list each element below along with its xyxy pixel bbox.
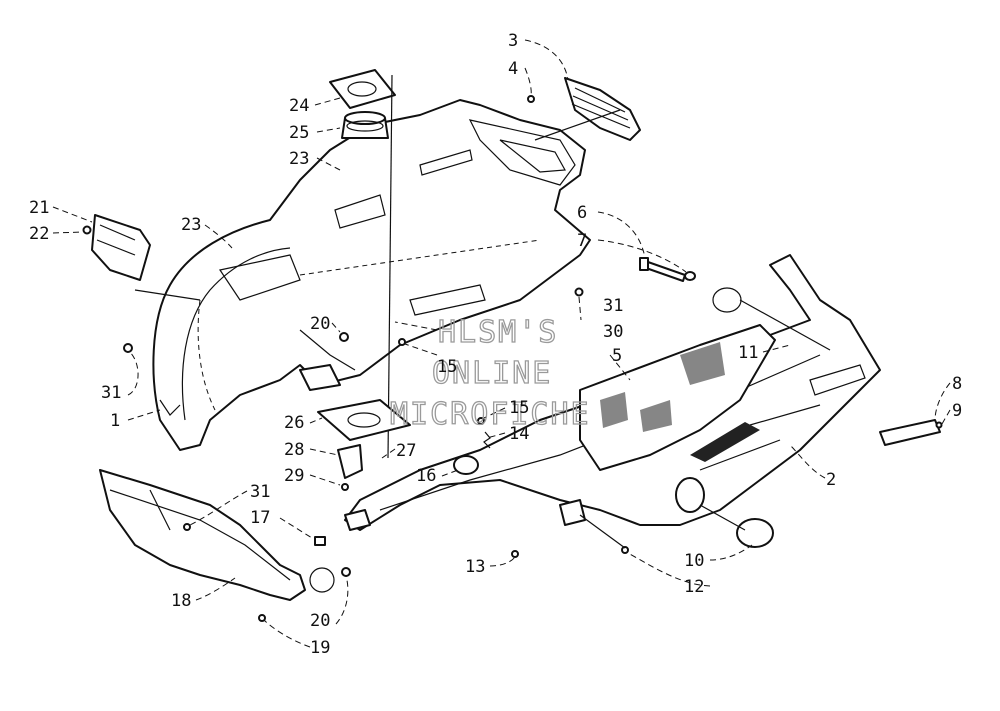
watermark: HLSM'S ONLINE MICROFICHE bbox=[389, 314, 591, 432]
callout-31-left: 31 bbox=[101, 383, 121, 403]
mount-hole bbox=[712, 287, 742, 313]
callout-7: 7 bbox=[577, 231, 587, 251]
watermark-line-3: MICROFICHE bbox=[390, 397, 591, 432]
screw-part-22 bbox=[82, 225, 92, 235]
nut-part-20-upper bbox=[339, 332, 349, 342]
mount-bracket bbox=[559, 499, 586, 526]
clip-part-15-lower bbox=[477, 417, 485, 425]
screw-part-9 bbox=[935, 421, 943, 429]
intake-boot-part-21 bbox=[82, 214, 151, 281]
callout-20-upper: 20 bbox=[310, 314, 330, 334]
callout-23-lower: 23 bbox=[181, 215, 201, 235]
callout-16: 16 bbox=[416, 466, 436, 486]
bracket-part-28 bbox=[337, 444, 363, 491]
callout-15-lower: 15 bbox=[509, 398, 529, 418]
belly-pan-part-1 bbox=[152, 99, 591, 451]
fastener-part-31-left bbox=[123, 343, 133, 353]
callout-25: 25 bbox=[289, 123, 309, 143]
grommet-socket bbox=[675, 477, 705, 513]
callout-31-right: 31 bbox=[603, 296, 623, 316]
screw-part-4 bbox=[527, 95, 535, 103]
callout-15-upper: 15 bbox=[437, 357, 457, 377]
callout-8: 8 bbox=[952, 374, 962, 394]
callout-31-lower: 31 bbox=[250, 482, 270, 502]
callout-21: 21 bbox=[29, 198, 49, 218]
callout-26: 26 bbox=[284, 413, 304, 433]
spring-part-14 bbox=[483, 431, 491, 449]
callout-23-upper: 23 bbox=[289, 149, 309, 169]
nut-part-20-lower bbox=[341, 567, 351, 577]
callout-29: 29 bbox=[284, 466, 304, 486]
reflector-part-8 bbox=[879, 419, 941, 446]
callout-2: 2 bbox=[826, 470, 836, 490]
callout-1: 1 bbox=[110, 411, 120, 431]
grommet-part-25 bbox=[341, 111, 389, 139]
callout-24: 24 bbox=[289, 96, 309, 116]
plate-part-24 bbox=[329, 69, 396, 109]
callout-19: 19 bbox=[310, 638, 330, 658]
washer-part-7 bbox=[684, 271, 696, 281]
clamp-part-16 bbox=[453, 455, 479, 475]
vent-grille-part-3 bbox=[527, 77, 641, 141]
lower-bumper-part-18 bbox=[99, 469, 306, 601]
callout-30: 30 bbox=[603, 322, 623, 342]
callout-12: 12 bbox=[684, 577, 704, 597]
callout-5: 5 bbox=[612, 346, 622, 366]
callout-4: 4 bbox=[508, 59, 518, 79]
callout-13: 13 bbox=[465, 557, 485, 577]
clip-part-17 bbox=[314, 536, 326, 546]
watermark-line-1: HLSM'S bbox=[438, 315, 558, 350]
bumper-part-2 bbox=[344, 254, 881, 531]
clip-part-15-upper bbox=[398, 338, 406, 346]
callout-11: 11 bbox=[738, 343, 758, 363]
screw-part-12 bbox=[621, 546, 629, 554]
screw-part-13 bbox=[511, 550, 519, 558]
callout-17: 17 bbox=[250, 508, 270, 528]
cap-part-10 bbox=[736, 518, 774, 548]
skid-plate-part-5 bbox=[579, 324, 776, 471]
callouts: 3 4 24 25 23 21 22 23 20 31 1 6 7 31 30 … bbox=[29, 31, 962, 658]
screw-part-29 bbox=[341, 483, 349, 491]
callout-18: 18 bbox=[171, 591, 191, 611]
callout-6: 6 bbox=[577, 203, 587, 223]
fastener-part-31-right bbox=[574, 287, 584, 297]
callout-28: 28 bbox=[284, 440, 304, 460]
callout-9: 9 bbox=[952, 401, 962, 421]
leader-lines bbox=[52, 39, 951, 648]
callout-22: 22 bbox=[29, 224, 49, 244]
guide-line bbox=[387, 74, 393, 459]
screw-part-19 bbox=[258, 614, 266, 622]
lower-hole bbox=[309, 567, 335, 593]
bolt-part-6 bbox=[639, 257, 686, 282]
callout-20-lower: 20 bbox=[310, 611, 330, 631]
callout-3: 3 bbox=[508, 31, 518, 51]
watermark-line-2: ONLINE bbox=[432, 356, 552, 391]
callout-27: 27 bbox=[396, 441, 416, 461]
plate-part-26 bbox=[317, 399, 411, 441]
callout-10: 10 bbox=[684, 551, 704, 571]
callout-14: 14 bbox=[509, 424, 529, 444]
